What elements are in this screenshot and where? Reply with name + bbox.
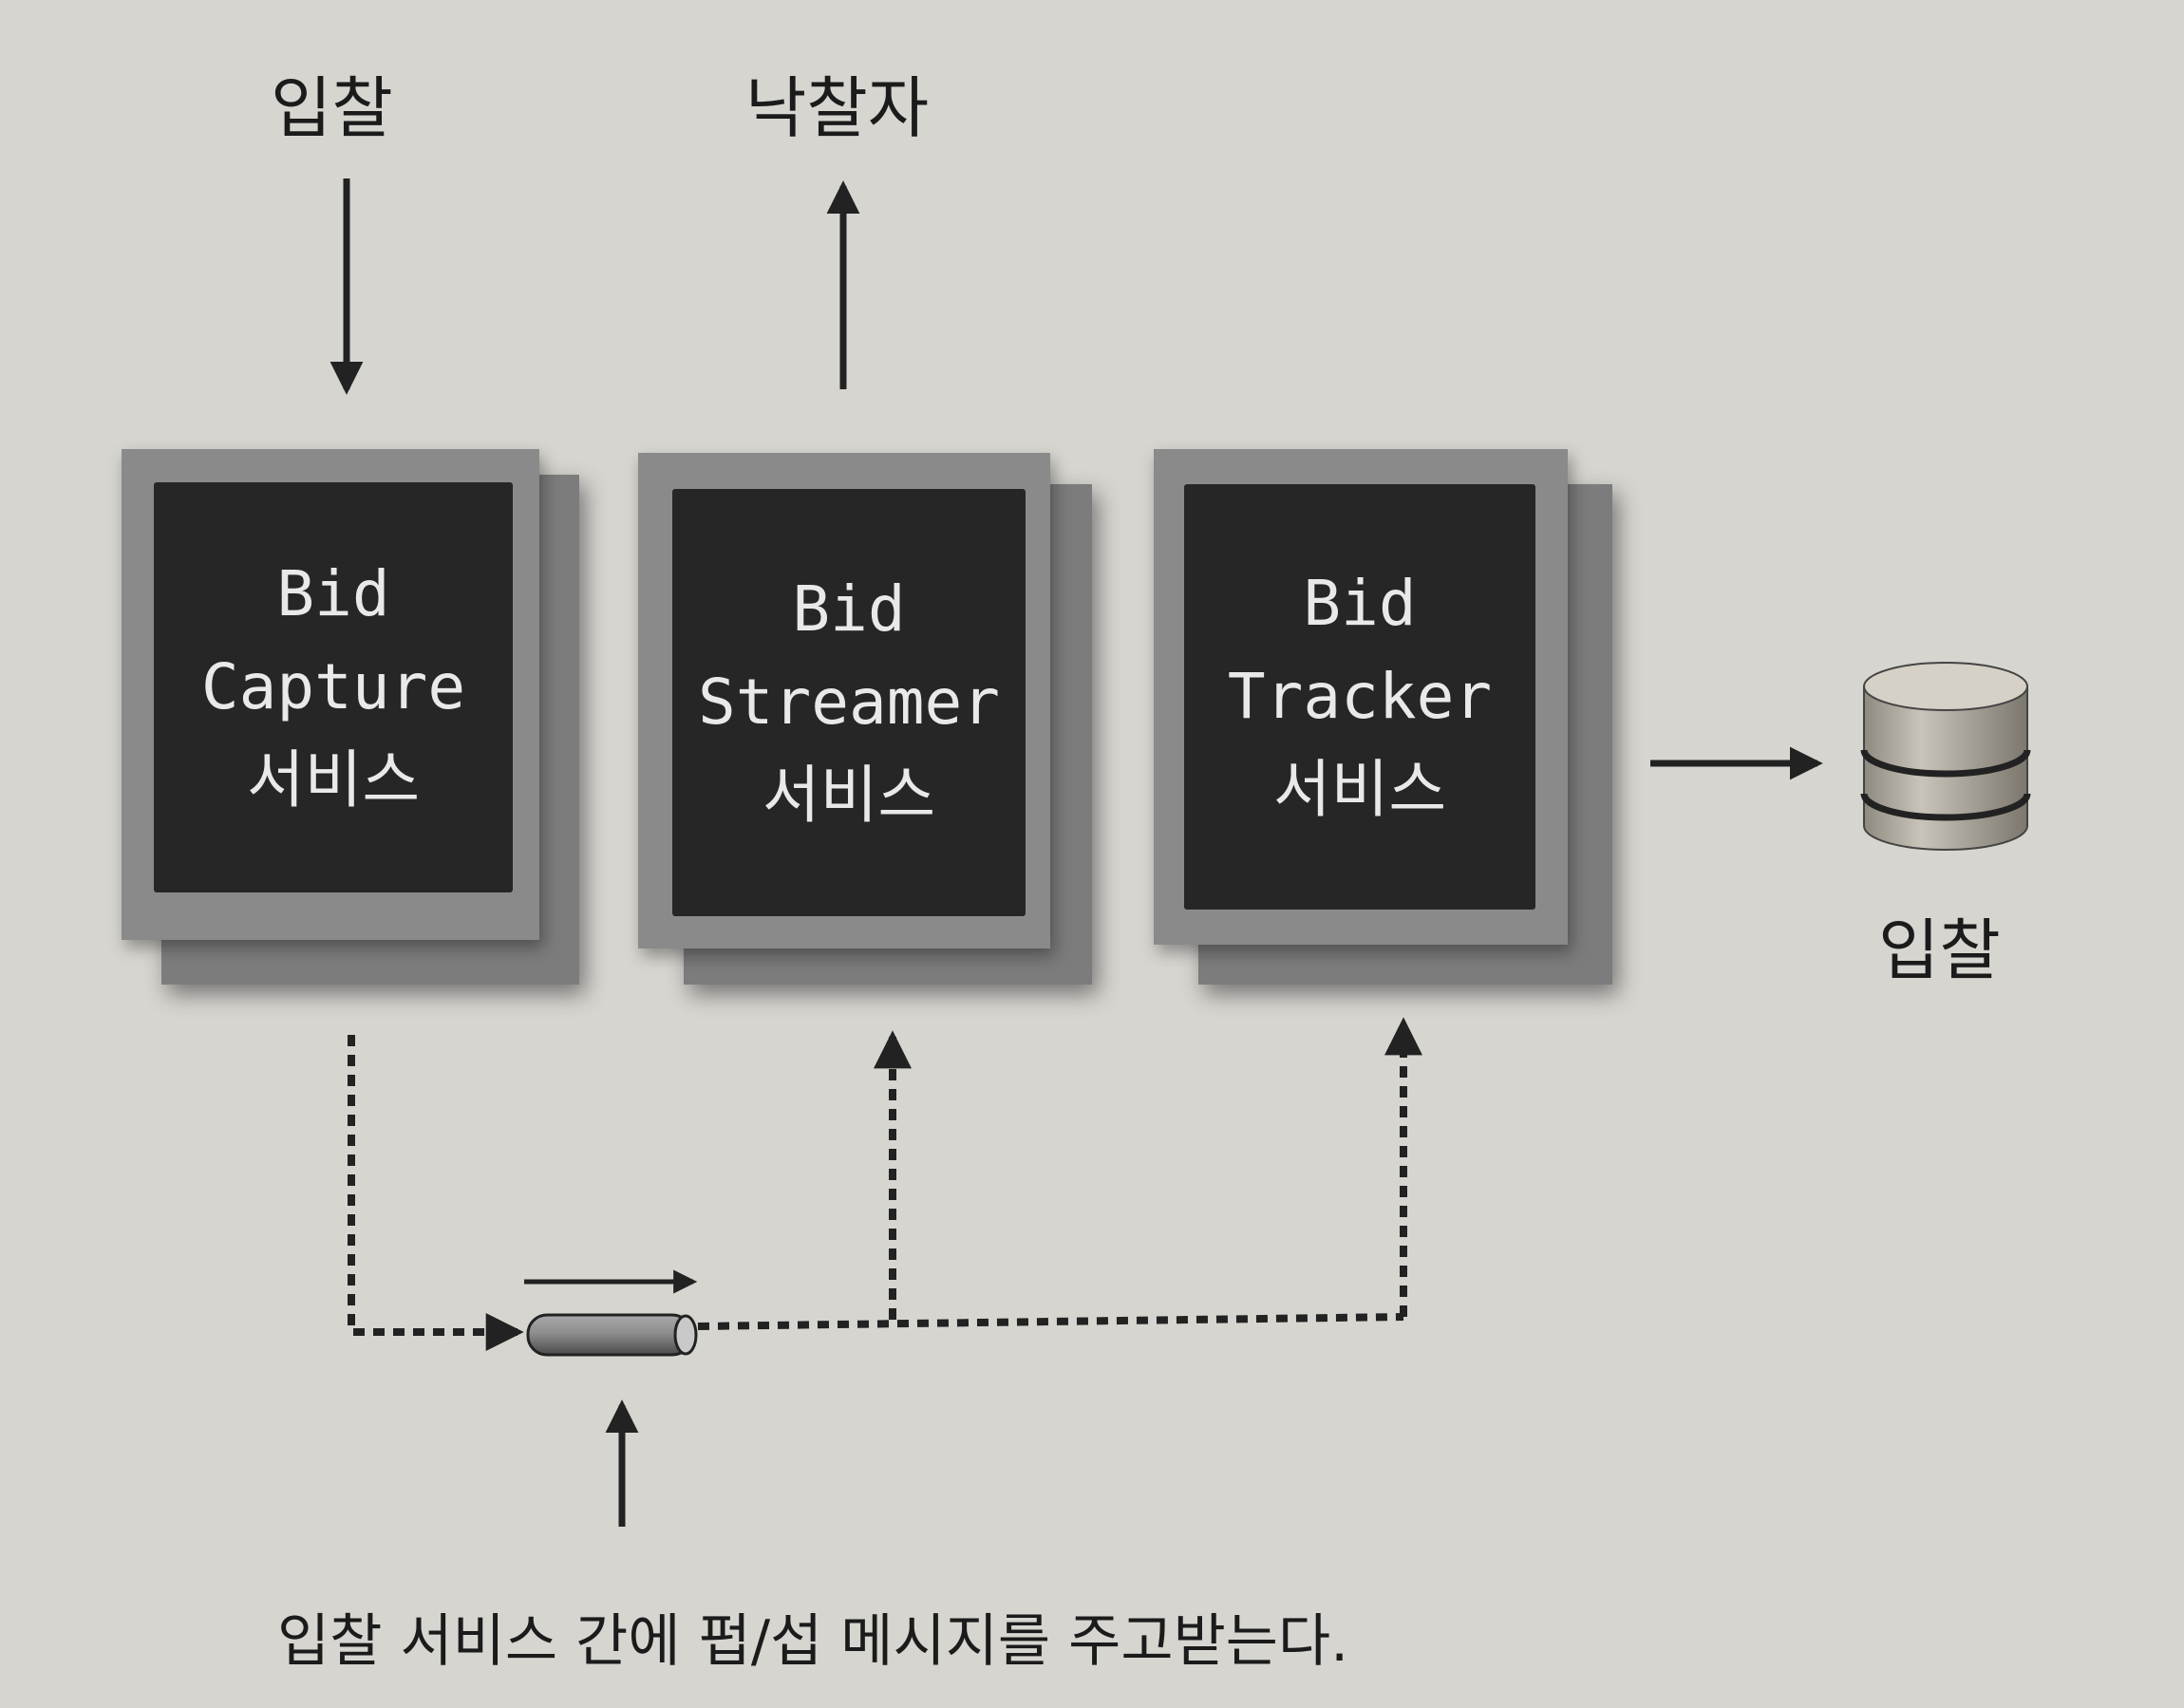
capture-service-box: Bid Capture 서비스 — [154, 482, 513, 892]
figure-caption: 입찰 서비스 간에 펍/섭 메시지를 주고받는다. — [277, 1608, 1349, 1675]
streamer-service-name-line3: 서비스 — [762, 759, 936, 832]
winner-label: 낙찰자 — [745, 69, 930, 147]
database-label: 입찰 — [1878, 911, 2001, 989]
streamer-service-name-line2: Streamer — [698, 666, 1000, 739]
pipe-channel-icon — [526, 1313, 698, 1357]
tracker-service-box: Bid Tracker 서비스 — [1184, 484, 1535, 910]
streamer-service-box: Bid Streamer 서비스 — [672, 489, 1026, 916]
tracker-service-name-line2: Tracker — [1227, 660, 1493, 733]
channel-bus-dotted — [697, 1313, 1404, 1330]
capture-service-name-line1: Bid — [276, 557, 390, 630]
tracker-service-name-line1: Bid — [1303, 567, 1417, 640]
database-icon — [1860, 662, 2031, 851]
capture-service-name-line3: 서비스 — [246, 743, 421, 816]
streamer-service-name-line1: Bid — [792, 572, 906, 646]
capture-service-name-line2: Capture — [200, 650, 466, 723]
capture-to-channel-dotted — [348, 1035, 524, 1351]
bid-input-label: 입찰 — [271, 69, 393, 147]
tracker-service-name-line3: 서비스 — [1272, 753, 1447, 826]
